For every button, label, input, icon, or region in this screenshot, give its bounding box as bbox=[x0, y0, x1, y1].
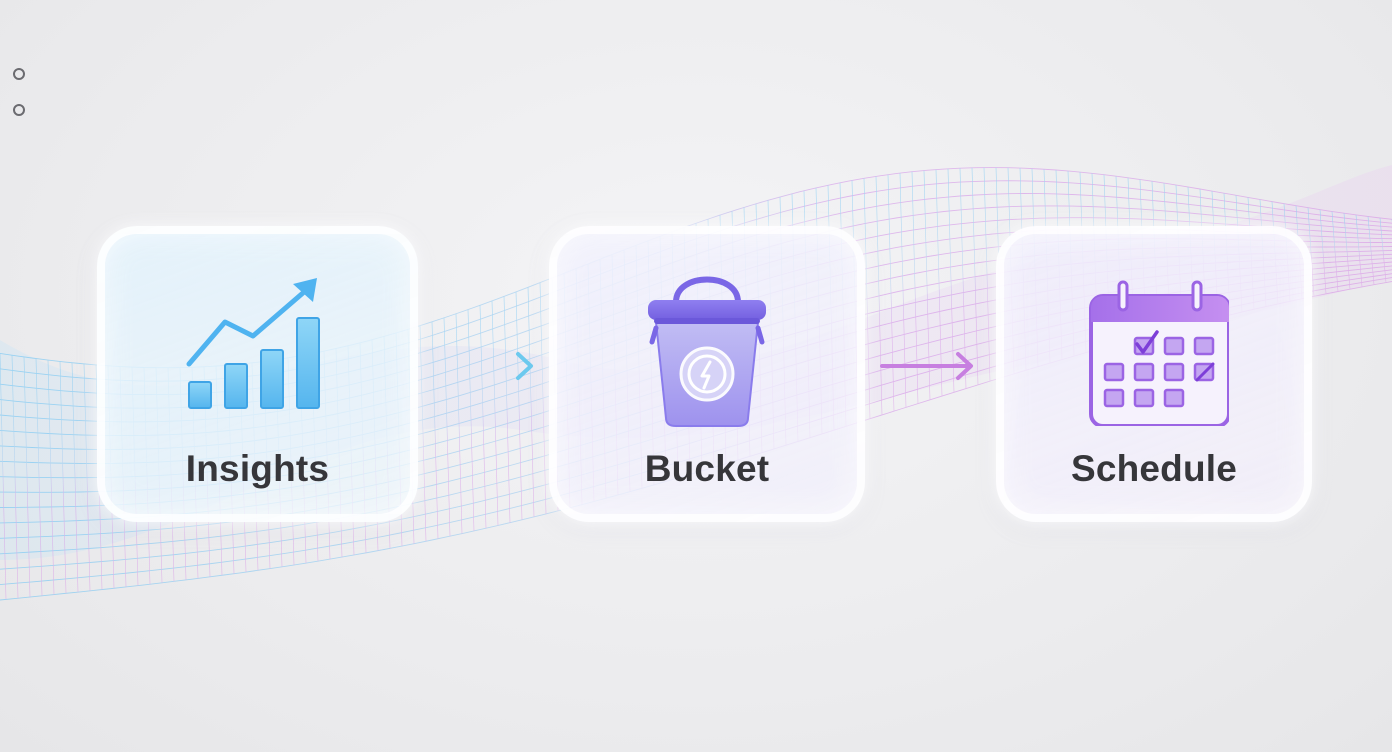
step-label-schedule: Schedule bbox=[1070, 448, 1238, 489]
decorative-dot-top bbox=[13, 68, 25, 80]
step-card-schedule: Schedule bbox=[996, 226, 1312, 522]
step-label-insights: Insights bbox=[185, 448, 330, 489]
step-card-insights: Insights bbox=[97, 226, 418, 522]
step-label-bucket: Bucket bbox=[644, 448, 770, 489]
decorative-dot-bottom bbox=[13, 104, 25, 116]
arrow-right-icon bbox=[434, 352, 533, 380]
bucket-icon bbox=[648, 276, 766, 427]
arrow-right-icon bbox=[880, 352, 973, 380]
bar-chart-trend-icon bbox=[186, 278, 320, 409]
step-card-bucket: Bucket bbox=[549, 226, 865, 522]
calendar-icon bbox=[1089, 280, 1229, 426]
